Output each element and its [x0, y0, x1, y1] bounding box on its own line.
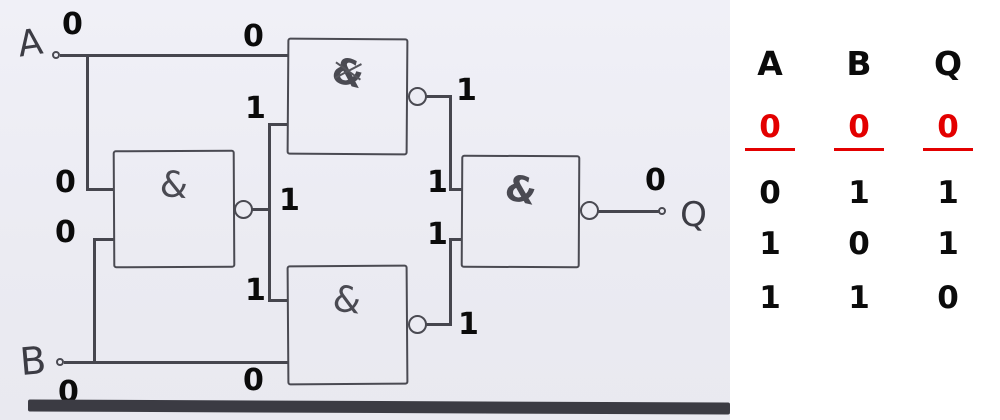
and-symbol: & [327, 49, 369, 98]
wire-nand1-output [252, 208, 270, 211]
nand-gate-bottom: & [286, 264, 409, 386]
and-symbol: & [157, 163, 190, 208]
nand-gate-right: & [460, 154, 581, 269]
wire-nand2-input2 [268, 123, 288, 126]
wire-nand4-input2 [449, 238, 462, 241]
output-q-terminal [658, 207, 666, 215]
wire-nand1-input-b [93, 238, 114, 241]
header-q: Q [933, 44, 963, 83]
wire-branch-vertical [268, 123, 271, 302]
signal-right-in1: 1 [427, 165, 448, 200]
wire-q-output [598, 210, 660, 213]
cell-b: 1 [848, 280, 870, 316]
input-b-label: B [18, 337, 48, 385]
and-symbol: & [501, 167, 541, 214]
header-a: A [757, 44, 783, 83]
signal-nand1-in-b: 0 [55, 215, 76, 250]
signal-nand1-in-a: 0 [55, 165, 76, 200]
signal-bottom-out: 1 [458, 307, 479, 342]
wire-nand1-input-a [86, 188, 114, 191]
signal-a-to-top: 0 [243, 19, 264, 54]
cell-a: 1 [759, 280, 781, 316]
nand-gate-middle-left: & [112, 149, 236, 269]
wire-a-main [60, 54, 288, 57]
signal-right-in2: 1 [427, 217, 448, 252]
signal-nand1-out: 1 [279, 183, 300, 218]
input-b-terminal [56, 358, 64, 366]
signal-a-value: 0 [62, 7, 83, 42]
wire-b-main [64, 361, 288, 364]
output-q-label: Q [678, 194, 708, 236]
wire-b-branch [93, 240, 96, 363]
inverter-bubble-nand3 [408, 315, 427, 334]
signal-top-out: 1 [456, 73, 477, 108]
nand-gate-top: & [286, 37, 409, 156]
cell-b: 0 [834, 110, 884, 152]
cell-q: 1 [937, 175, 959, 211]
cell-q: 0 [937, 280, 959, 316]
truth-table: A B Q 0 0 0 0 1 1 1 0 1 1 1 0 [730, 0, 1000, 420]
signal-bottom-in1: 1 [245, 273, 266, 308]
truth-table-header-row: A B Q [745, 44, 973, 83]
inverter-bubble-nand1 [234, 200, 253, 219]
signal-b-to-bottom: 0 [243, 363, 264, 398]
cell-a: 0 [759, 175, 781, 211]
circuit-paper: & & & & A B Q 0 0 1 0 0 1 1 1 [0, 0, 731, 420]
wire-nand4-input1 [449, 188, 462, 191]
input-a-terminal [52, 51, 60, 59]
scan-edge [27, 399, 731, 415]
header-b: B [846, 44, 872, 83]
cell-b: 0 [848, 226, 870, 262]
cell-a: 0 [745, 110, 795, 152]
truth-table-row: 0 1 1 [745, 176, 973, 210]
cell-a: 1 [759, 226, 781, 262]
cell-q: 1 [937, 226, 959, 262]
wire-nand3-input1 [268, 299, 288, 302]
truth-table-row: 1 0 1 [745, 227, 973, 261]
and-symbol: & [330, 278, 365, 323]
wire-nand2-output-v [449, 95, 452, 191]
signal-top-in2: 1 [245, 91, 266, 126]
wire-nand2-output-h [426, 95, 452, 98]
input-a-label: A [15, 21, 46, 66]
truth-table-row-highlighted: 0 0 0 [745, 110, 973, 152]
inverter-bubble-nand4 [580, 201, 599, 220]
cell-q: 0 [923, 110, 973, 152]
wire-a-branch [86, 55, 89, 191]
truth-table-row: 1 1 0 [745, 281, 973, 315]
wire-nand3-output-v [449, 239, 452, 326]
wire-nand3-output-h [426, 323, 452, 326]
inverter-bubble-nand2 [408, 87, 427, 106]
cell-b: 1 [848, 175, 870, 211]
signal-q-value: 0 [645, 163, 666, 198]
